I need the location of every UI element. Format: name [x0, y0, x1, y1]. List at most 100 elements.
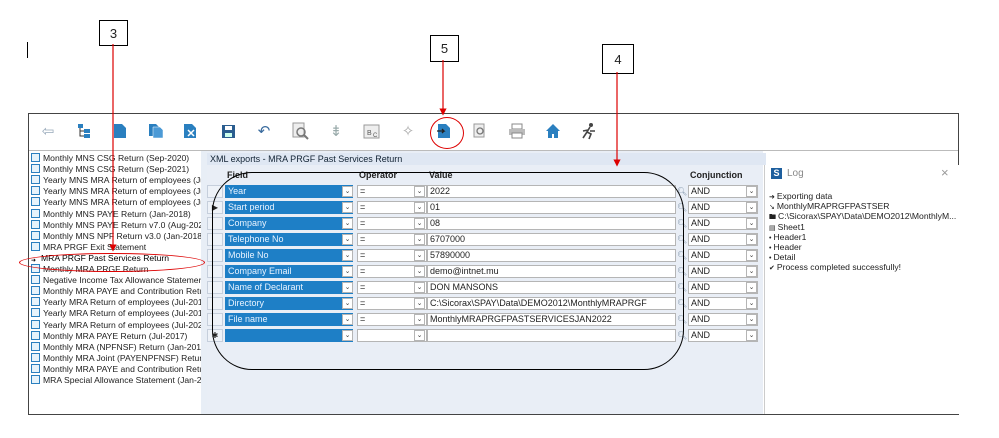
chevron-down-icon[interactable]: ⌄ — [342, 234, 353, 245]
chevron-down-icon[interactable]: ⌄ — [414, 202, 425, 213]
field-cell[interactable]: File name — [225, 313, 353, 326]
operator-cell[interactable]: = — [357, 313, 427, 326]
tree-item[interactable]: Monthly MNS PAYE Return (Jan-2018) — [31, 208, 191, 220]
undo-icon[interactable]: ↶ — [257, 123, 271, 140]
operator-cell[interactable]: = — [357, 281, 427, 294]
operator-cell[interactable]: = — [357, 249, 427, 262]
row-selector[interactable] — [207, 265, 223, 278]
chevron-down-icon[interactable]: ⌄ — [746, 298, 757, 309]
tree-item[interactable]: Monthly MNS CSG Return (Sep-2021) — [31, 164, 189, 175]
lookup-icon[interactable]: 🔍︎ — [677, 251, 688, 260]
field-cell[interactable]: Telephone No — [225, 233, 353, 246]
tree-item[interactable]: Monthly MNS CSG Return (Sep-2020) — [31, 153, 189, 164]
operator-cell[interactable]: = — [357, 185, 427, 198]
save-icon[interactable] — [219, 122, 237, 140]
chevron-down-icon[interactable]: ⌄ — [746, 202, 757, 213]
chevron-down-icon[interactable]: ⌄ — [414, 298, 425, 309]
field-cell[interactable]: Name of Declarant — [225, 281, 353, 294]
tree-item[interactable]: Monthly MRA PAYE and Contribution Retu — [31, 286, 201, 297]
table-row[interactable]: Name of Declarant⌄=⌄DON MANSONS🔍︎AND⌄ — [207, 281, 763, 294]
chevron-down-icon[interactable]: ⌄ — [414, 282, 425, 293]
row-selector[interactable] — [207, 249, 223, 262]
delete-document-icon[interactable] — [182, 122, 200, 140]
field-cell[interactable]: Company Email — [225, 265, 353, 278]
tree-item[interactable]: Monthly MRA PAYE Return (Jul-2017) — [31, 330, 187, 342]
chevron-down-icon[interactable]: ⌄ — [414, 250, 425, 261]
table-row[interactable]: Telephone No⌄=⌄6707000🔍︎AND⌄ — [207, 233, 763, 246]
table-row[interactable]: Mobile No⌄=⌄57890000🔍︎AND⌄ — [207, 249, 763, 262]
lookup-icon[interactable]: 🔍︎ — [677, 187, 688, 196]
chevron-down-icon[interactable]: ⌄ — [342, 266, 353, 277]
chevron-down-icon[interactable]: ⌄ — [746, 282, 757, 293]
field-cell[interactable]: Company — [225, 217, 353, 230]
conjunction-cell[interactable]: AND — [688, 281, 758, 294]
tree-item[interactable]: Yearly MRA Return of employees (Jul-201 — [31, 297, 201, 308]
lookup-icon[interactable]: 🔍︎ — [677, 219, 688, 228]
operator-cell[interactable]: = — [357, 233, 427, 246]
conjunction-cell[interactable]: AND — [688, 313, 758, 326]
run-icon[interactable] — [580, 122, 598, 140]
chevron-down-icon[interactable]: ⌄ — [342, 250, 353, 261]
value-cell[interactable]: 01 — [427, 201, 676, 214]
print-icon[interactable] — [508, 122, 526, 140]
row-selector[interactable] — [207, 297, 223, 310]
value-cell[interactable]: DON MANSONS — [427, 281, 676, 294]
table-row[interactable]: Company⌄=⌄08🔍︎AND⌄ — [207, 217, 763, 230]
table-row[interactable]: Directory⌄=⌄C:\Sicorax\SPAY\Data\DEMO201… — [207, 297, 763, 310]
chevron-down-icon[interactable]: ⌄ — [342, 282, 353, 293]
table-row[interactable]: File name⌄=⌄MonthlyMRAPRGFPASTSERVICESJA… — [207, 313, 763, 326]
row-selector[interactable] — [207, 281, 223, 294]
lookup-icon[interactable]: 🔍︎ — [677, 315, 688, 324]
tree-item[interactable]: Monthly MNS PAYE Return v7.0 (Aug-202 — [31, 219, 201, 231]
conjunction-cell[interactable]: AND — [688, 249, 758, 262]
chevron-down-icon[interactable]: ⌄ — [746, 266, 757, 277]
chevron-down-icon[interactable]: ⌄ — [342, 330, 353, 341]
field-cell[interactable]: Mobile No — [225, 249, 353, 262]
preview-icon[interactable] — [291, 122, 309, 140]
home-icon[interactable] — [544, 122, 562, 140]
conjunction-cell[interactable]: AND — [688, 297, 758, 310]
conjunction-cell[interactable]: AND — [688, 201, 758, 214]
row-selector[interactable] — [207, 217, 223, 230]
conjunction-cell[interactable]: AND — [688, 265, 758, 278]
chevron-down-icon[interactable]: ⌄ — [746, 330, 757, 341]
document-icon[interactable] — [111, 122, 129, 140]
chevron-down-icon[interactable]: ⌄ — [342, 314, 353, 325]
value-cell[interactable]: 08 — [427, 217, 676, 230]
search-document-icon[interactable] — [471, 122, 489, 140]
chevron-down-icon[interactable]: ⌄ — [342, 218, 353, 229]
operator-cell[interactable]: = — [357, 297, 427, 310]
chevron-down-icon[interactable]: ⌄ — [414, 218, 425, 229]
chevron-down-icon[interactable]: ⌄ — [342, 186, 353, 197]
row-selector[interactable] — [207, 233, 223, 246]
tree-item[interactable]: Monthly MRA Joint (PAYENPFNSF) Retur — [31, 352, 201, 364]
table-row[interactable]: Year⌄=⌄2022🔍︎AND⌄ — [207, 185, 763, 198]
tree-item[interactable]: Yearly MNS MRA Return of employees (Ju — [31, 197, 201, 208]
tree-icon[interactable] — [75, 122, 93, 140]
chevron-down-icon[interactable]: ⌄ — [746, 314, 757, 325]
lookup-icon[interactable]: 🔍︎ — [677, 299, 688, 308]
close-icon[interactable]: × — [941, 165, 949, 180]
tree-item[interactable]: MRA Special Allowance Statement (Jan-2 — [31, 375, 201, 386]
lookup-icon[interactable]: 🔍︎ — [677, 267, 688, 276]
value-cell[interactable]: 6707000 — [427, 233, 676, 246]
lookup-icon[interactable]: 🔍︎ — [677, 283, 688, 292]
chevron-down-icon[interactable]: ⌄ — [414, 314, 425, 325]
chevron-down-icon[interactable]: ⌄ — [746, 250, 757, 261]
field-cell[interactable] — [225, 329, 353, 342]
tree-item[interactable]: Yearly MRA Return of employees (Jul-201 — [31, 308, 201, 319]
tree-item[interactable]: Yearly MRA Return of employees (Jul-202 — [31, 319, 201, 331]
tree-item[interactable]: Monthly MRA PAYE and Contribution Retu — [31, 363, 201, 375]
tree-item[interactable]: Monthly MNS NPF Return v3.0 (Jan-2018) — [31, 230, 201, 242]
conjunction-cell[interactable]: AND — [688, 233, 758, 246]
tree-item[interactable]: Yearly MNS MRA Return of employees (Ju — [31, 186, 201, 197]
value-cell[interactable]: MonthlyMRAPRGFPASTSERVICESJAN2022 — [427, 313, 676, 326]
chevron-down-icon[interactable]: ⌄ — [342, 298, 353, 309]
operator-cell[interactable]: = — [357, 201, 427, 214]
documents-icon[interactable] — [147, 122, 165, 140]
chevron-down-icon[interactable]: ⌄ — [746, 234, 757, 245]
magic-wand-icon[interactable]: ✧ — [401, 123, 415, 140]
tree-item[interactable]: MRA PRGF Exit Statement — [31, 241, 146, 253]
operator-cell[interactable]: = — [357, 265, 427, 278]
chevron-down-icon[interactable]: ⌄ — [414, 234, 425, 245]
